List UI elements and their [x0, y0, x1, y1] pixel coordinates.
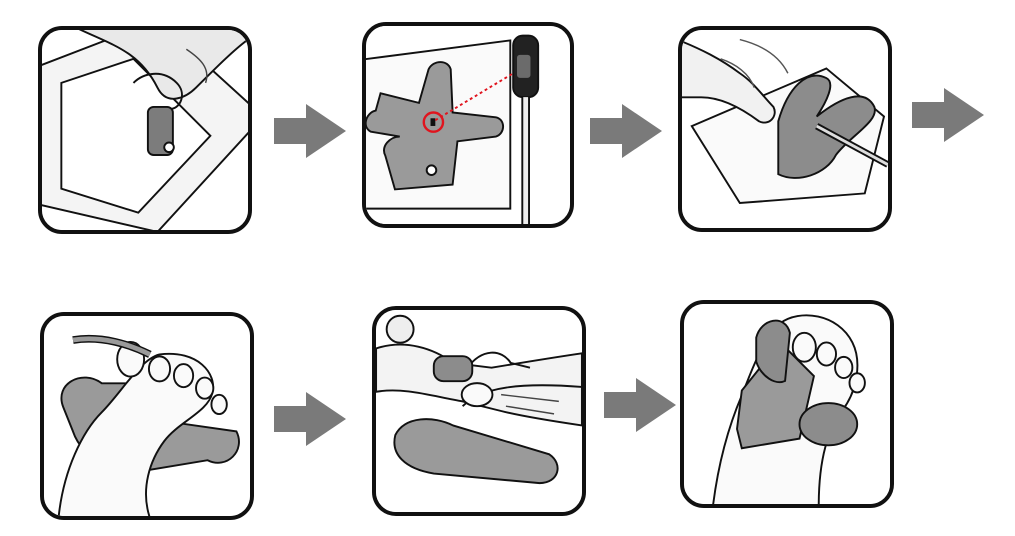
arrow-right-icon: [590, 104, 662, 158]
arrow-right-icon: [274, 392, 346, 446]
align-sensor-window-icon: [366, 26, 570, 224]
step-3-panel: [678, 26, 892, 232]
arrow-right-icon: [604, 378, 676, 432]
step-6-panel: [680, 300, 894, 508]
step-4-panel: [40, 312, 254, 520]
peel-backing-icon: [42, 30, 248, 230]
step-5-panel: [372, 306, 586, 516]
press-adhesive-icon: [376, 310, 582, 512]
attach-sensor-icon: [682, 30, 888, 228]
step-1-panel: [38, 26, 252, 234]
wrap-foot-icon: [44, 316, 250, 516]
step-2-panel: [362, 22, 574, 228]
sensor-applied-icon: [684, 304, 890, 504]
arrow-right-icon: [274, 104, 346, 158]
arrow-right-icon: [912, 88, 984, 142]
